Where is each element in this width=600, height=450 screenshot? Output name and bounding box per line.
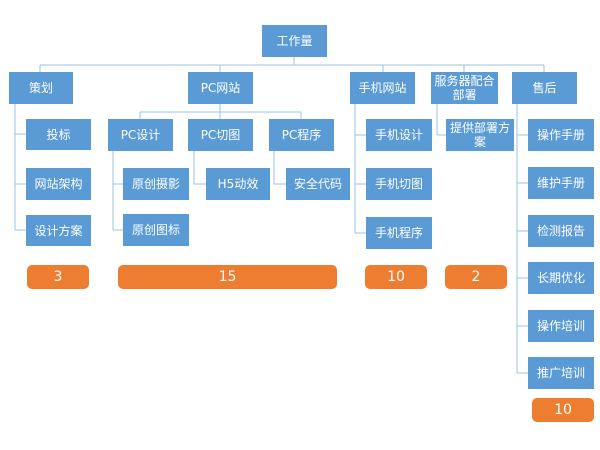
branch-after-sales: 售后 (512, 72, 577, 104)
mobile-design: 手机设计 (366, 119, 432, 151)
branch-pc-site: PC网站 (188, 72, 253, 104)
plan-item-design-proposal: 设计方案 (26, 215, 91, 246)
count-badge-mobile-site: 10 (365, 265, 427, 289)
branch-plan: 策划 (9, 72, 73, 104)
count-badge-pc-site: 15 (118, 265, 337, 289)
pc-slicing-h5-animation: H5动效 (206, 168, 270, 200)
pc-design: PC设计 (108, 119, 173, 151)
after-long-term-optimization: 长期优化 (528, 262, 594, 294)
after-operation-manual: 操作手册 (528, 119, 594, 151)
after-promotion-training: 推广培训 (528, 357, 594, 389)
root-node: 工作量 (262, 25, 327, 57)
mobile-programming: 手机程序 (366, 217, 432, 249)
pc-design-original-icons: 原创图标 (123, 214, 189, 246)
count-badge-after-sales: 10 (532, 398, 594, 422)
pc-slicing: PC切图 (188, 119, 253, 151)
after-operation-training: 操作培训 (528, 310, 594, 342)
after-maintenance-manual: 维护手册 (528, 167, 594, 199)
pc-programming-secure-code: 安全代码 (286, 168, 350, 200)
after-inspection-report: 检测报告 (528, 215, 594, 247)
plan-item-bid: 投标 (26, 119, 91, 150)
plan-item-site-architecture: 网站架构 (26, 168, 91, 200)
count-badge-plan: 3 (27, 265, 89, 289)
mobile-slicing: 手机切图 (366, 168, 432, 200)
branch-mobile-site: 手机网站 (350, 72, 415, 104)
pc-programming: PC程序 (269, 119, 334, 151)
branch-server-deploy: 服务器配合部署 (431, 72, 498, 104)
server-deployment-plan: 提供部署方案 (446, 119, 514, 151)
count-badge-server-deploy: 2 (445, 265, 507, 289)
pc-design-original-photography: 原创摄影 (123, 168, 189, 200)
